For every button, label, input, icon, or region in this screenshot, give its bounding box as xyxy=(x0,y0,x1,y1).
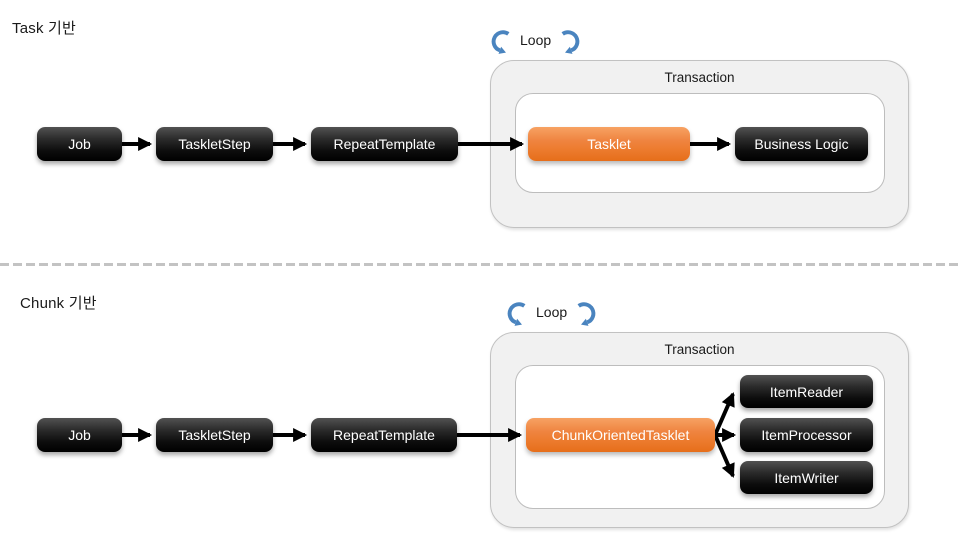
arrow-chunk-tasklet-to-itemwriter xyxy=(713,434,735,478)
loop-arrow-right-icon xyxy=(561,30,580,54)
loop-arrow-left-icon xyxy=(491,30,510,54)
chunk-loop-indicator: Loop xyxy=(505,299,598,330)
chunk-transaction-label: Transaction xyxy=(664,342,735,357)
task-transaction-label: Transaction xyxy=(664,70,735,85)
chunk-loop-label: Loop xyxy=(536,303,568,320)
task-loop-indicator: Loop xyxy=(489,27,582,58)
arrow-chunk-tasklet-to-itemreader xyxy=(713,392,735,436)
chunk-section-title: Chunk 기반 xyxy=(20,295,97,312)
loop-arrow-right-icon xyxy=(577,302,596,326)
section-divider xyxy=(0,263,960,266)
task-loop-label: Loop xyxy=(520,31,552,48)
loop-arrow-left-icon xyxy=(507,302,526,326)
task-section-title: Task 기반 xyxy=(12,20,77,37)
